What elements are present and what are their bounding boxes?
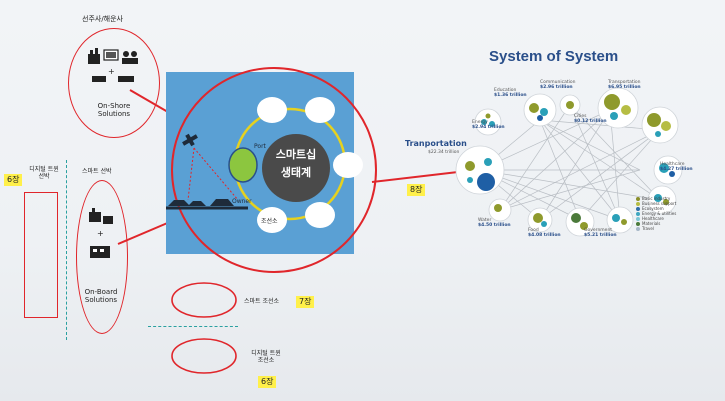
owner-label: Owner (232, 198, 252, 205)
dashed-divider-horizontal (148, 326, 238, 327)
hub-text-line-1: 스마트십 (275, 148, 317, 161)
onshore-label: On-Shore Solutions (97, 102, 131, 118)
svg-text:+: + (97, 229, 104, 238)
legend-item: Ecosystem (636, 206, 676, 211)
smart-ship-label: 스마트 선박 (82, 168, 112, 175)
legend-item: Healthcare (636, 216, 676, 221)
sos-node-cities: Cities$0.12 trillion (574, 114, 607, 124)
sos-legend: Basic industry Business support Ecosyste… (636, 196, 676, 231)
digital-twin-ship-label: 디지털 트윈 선박 (29, 166, 59, 180)
onboard-ellipse[interactable] (76, 180, 128, 334)
onboard-label: On-Board Solutions (84, 288, 118, 304)
svg-text:+: + (108, 67, 115, 76)
chapter-8-tag: 8장 (407, 184, 426, 196)
sos-node-transportation: Transportation$6.95 trillion (608, 80, 641, 90)
sos-transport-value: $22.34 trillion (428, 150, 460, 155)
sos-node-water: Water$4.50 trillion (478, 218, 511, 228)
onboard-icon: + (89, 208, 113, 258)
sos-node-government: Government$5.21 trillion (584, 228, 617, 238)
digital-twin-shipyard-label: 디지털 트윈 조선소 (251, 350, 281, 364)
legend-item: Travel (636, 226, 676, 231)
port-label: Port (254, 143, 266, 150)
sos-node-education: Education$1.36 trillion (494, 88, 527, 98)
legend-item: Materials (636, 221, 676, 226)
onshore-ellipse[interactable] (68, 28, 160, 138)
onshore-icon: + (88, 48, 138, 82)
legend-item: Basic industry (636, 196, 676, 201)
sos-node-food: Food$4.08 trillion (528, 228, 561, 238)
smart-shipyard-label: 스마트 조선소 (244, 298, 280, 305)
sos-node-communication: Communication$2.96 trillion (540, 80, 576, 90)
sos-network (455, 87, 683, 237)
hub-title[interactable]: 스마트십 생태계 (262, 146, 330, 182)
chapter-6-tag-bottom: 6장 (258, 376, 277, 388)
legend-item: Energy & utilities (636, 211, 676, 216)
sos-title: System of System (489, 48, 619, 65)
chapter-6-tag-left: 6장 (4, 174, 23, 186)
shipyard-label: 조선소 (261, 218, 278, 225)
legend-item: Business support (636, 201, 676, 206)
shipowner-title: 선주사/해운사 (82, 15, 123, 23)
sos-transport-label: Tranportation (405, 139, 467, 148)
sos-node-energy: Energy$2.94 trillion (472, 120, 505, 130)
sos-node-healthcare: Healthcare$4.27 trillion (660, 162, 693, 172)
dashed-divider-vertical (66, 160, 67, 340)
digital-twin-ship-box[interactable] (24, 192, 58, 318)
hub-text-line-2: 생태계 (280, 166, 312, 179)
chapter-7-tag: 7장 (296, 296, 315, 308)
